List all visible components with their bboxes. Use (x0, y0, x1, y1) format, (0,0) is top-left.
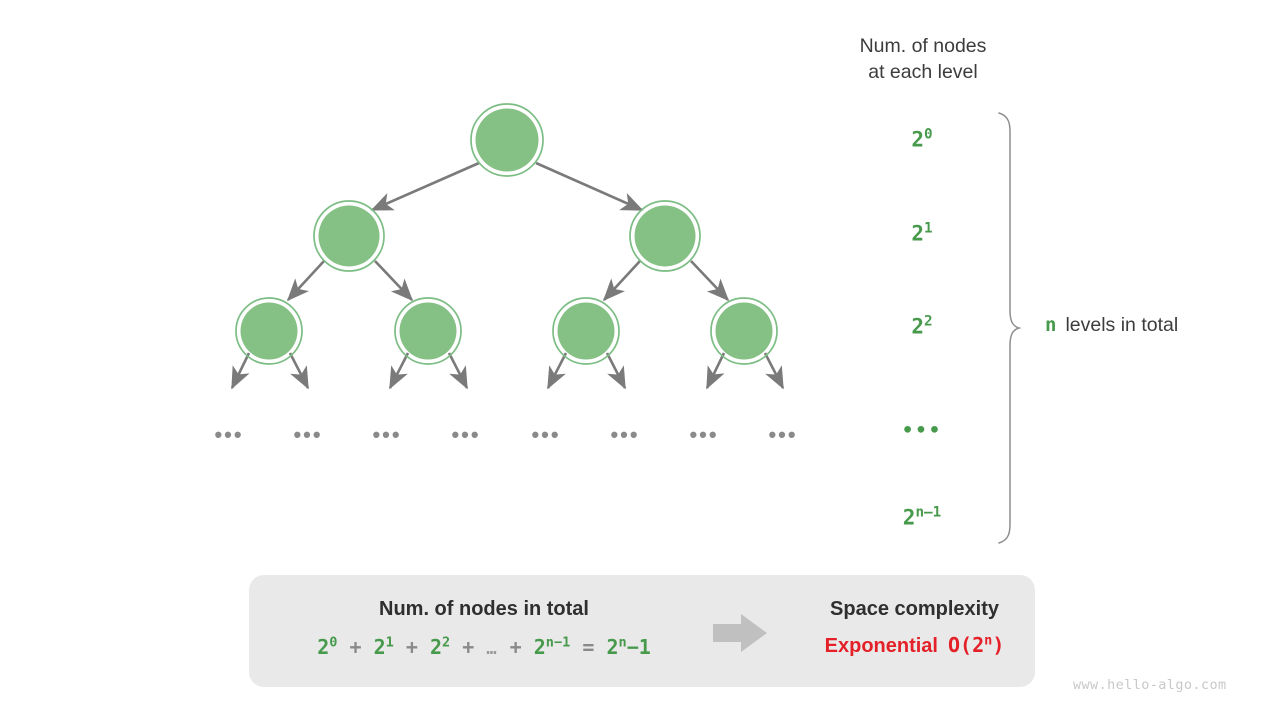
level-count-1-exp: 1 (924, 220, 933, 237)
formula-op-3: + (462, 635, 475, 659)
formula-op-2: + (405, 635, 418, 659)
binary-tree-graphic (230, 103, 785, 390)
total-nodes-title: Num. of nodes in total (379, 598, 589, 620)
formula-equals: = (582, 635, 595, 659)
summary-right-block: Space complexity Exponential O(2n) (794, 575, 1035, 687)
level-count-last-base: 2 (902, 505, 916, 530)
level-count-0-exp: 0 (924, 126, 933, 143)
tree-node-level2-1 (235, 297, 303, 365)
formula-term-1: 20 (317, 634, 338, 659)
levels-heading-line2: at each level (868, 61, 978, 84)
formula-ellipsis: … (486, 639, 498, 659)
tree-edges (230, 161, 785, 390)
tree-node-level2-3 (552, 297, 620, 365)
total-nodes-formula: 20 + 21 + 22 + … + 2n−1 = 2n−1 (249, 635, 719, 659)
tree-ellipsis-5: ••• (531, 422, 561, 447)
tree-ellipsis-7: ••• (689, 422, 719, 447)
formula-op-1: + (349, 635, 362, 659)
level-count-2-base: 2 (911, 314, 925, 339)
levels-total-annotation: n levels in total (1045, 314, 1179, 336)
formula-term-3: 22 (429, 634, 451, 659)
tree-ellipsis-3: ••• (372, 422, 402, 447)
tree-node-level2-2 (394, 297, 462, 365)
summary-left-block: Num. of nodes in total 20 + 21 + 22 + … … (249, 575, 719, 687)
level-count-last-exp: n–1 (915, 504, 942, 521)
levels-total-text: levels in total (1065, 314, 1179, 336)
formula-term-2: 21 (373, 634, 394, 659)
level-count-0: 20 (911, 126, 933, 152)
complexity-word: Exponential (824, 635, 938, 657)
level-count-ellipsis: ••• (901, 419, 943, 442)
complexity-bigo: O(2n) (948, 632, 1005, 657)
tree-node-level1-right (629, 200, 701, 272)
formula-term-4: 2n−1 (533, 634, 571, 659)
tree-node-root (470, 103, 544, 177)
formula-result: 2n−1 (606, 634, 651, 659)
level-count-1-base: 2 (911, 221, 925, 246)
levels-heading: Num. of nodes at each level (843, 33, 1003, 86)
watermark: www.hello-algo.com (1073, 677, 1227, 693)
tree-ellipsis-4: ••• (451, 422, 481, 447)
level-count-1: 21 (911, 220, 933, 246)
levels-total-variable: n (1045, 314, 1057, 336)
tree-ellipsis-1: ••• (214, 422, 244, 447)
tree-node-level2-4 (710, 297, 778, 365)
level-count-2: 22 (911, 313, 933, 339)
tree-ellipsis-8: ••• (768, 422, 798, 447)
tree-nodes (235, 103, 778, 365)
levels-brace-icon (998, 112, 1022, 544)
tree-ellipsis-6: ••• (610, 422, 640, 447)
formula-op-4: + (509, 635, 522, 659)
right-arrow-icon (713, 614, 767, 652)
levels-heading-line1: Num. of nodes (859, 35, 987, 57)
tree-node-level1-left (313, 200, 385, 272)
level-count-0-base: 2 (911, 127, 925, 152)
tree-ellipsis-2: ••• (293, 422, 323, 447)
level-count-last: 2n–1 (902, 504, 942, 530)
summary-panel: Num. of nodes in total 20 + 21 + 22 + … … (249, 575, 1035, 687)
space-complexity-title: Space complexity (830, 598, 999, 620)
level-count-2-exp: 2 (924, 313, 933, 330)
space-complexity-value: Exponential O(2n) (794, 633, 1035, 658)
